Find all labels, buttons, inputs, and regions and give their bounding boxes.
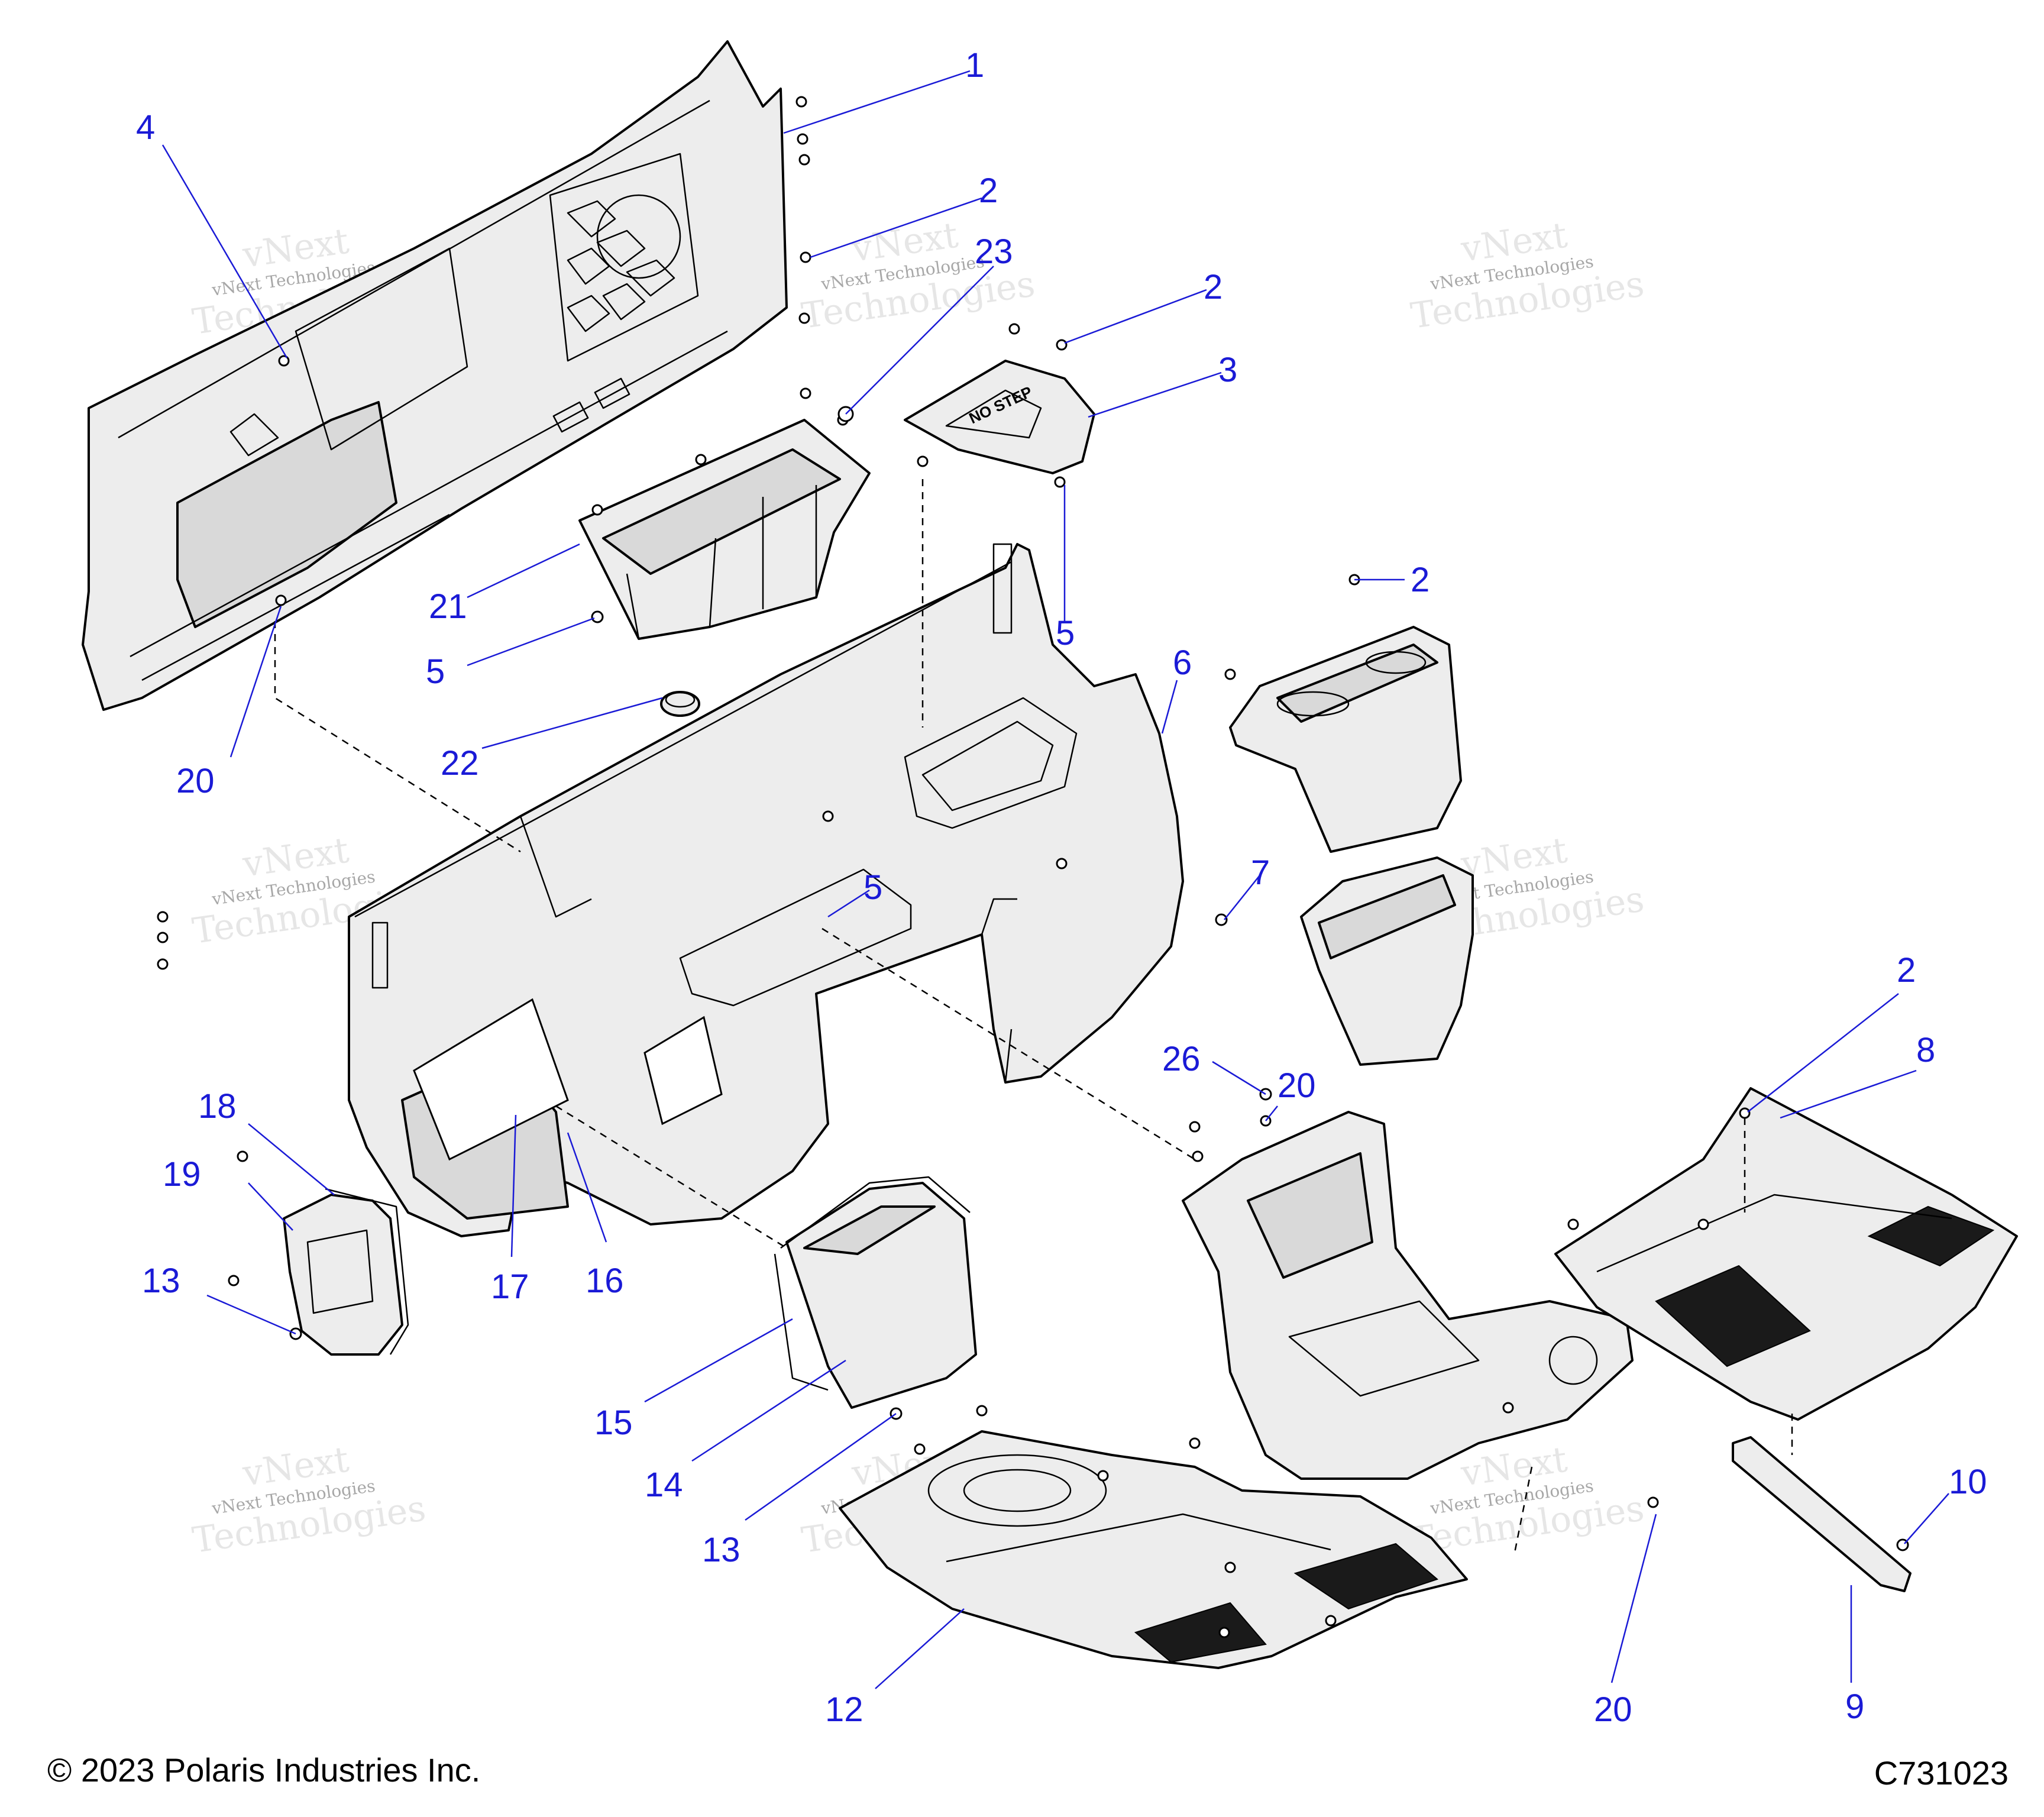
callout-label: 17: [491, 1268, 529, 1306]
bolt-icon: [800, 251, 811, 263]
callout-label: 15: [594, 1404, 633, 1442]
bolt-icon: [798, 312, 810, 324]
bolt-icon: [591, 610, 604, 623]
callout-label: 20: [1278, 1066, 1316, 1105]
callout-label: 7: [1251, 853, 1270, 892]
alignment-lines: [274, 479, 1793, 1556]
callout-label: 26: [1162, 1040, 1201, 1078]
bolt-icon: [1054, 476, 1066, 488]
callout-label: 12: [825, 1690, 863, 1729]
bolt-icon: [1192, 1150, 1204, 1162]
callout-label: 21: [429, 587, 467, 626]
part-no-step-cover: NO STEP: [904, 360, 1095, 474]
callout-label: 1: [965, 46, 984, 85]
callout-label: 6: [1173, 644, 1192, 682]
bolt-icon: [1325, 1615, 1337, 1627]
bolt-icon: [157, 911, 169, 923]
callout-label: 2: [1204, 268, 1222, 306]
drawing-number: C731023: [1874, 1754, 2009, 1792]
callout-label: 2: [979, 172, 998, 210]
callout-label: 9: [1845, 1687, 1864, 1726]
callout-label: 16: [586, 1262, 624, 1300]
bolt-icon: [795, 96, 807, 108]
part-lower-console: [1300, 856, 1474, 1066]
bolt-icon: [237, 1150, 248, 1162]
part-upper-console: [1229, 626, 1462, 853]
callout-label: 18: [198, 1087, 237, 1126]
bolt-icon: [1647, 1496, 1659, 1508]
bolt-icon: [798, 154, 810, 166]
bolt-icon: [917, 455, 929, 467]
part-left-floor: [839, 1430, 1468, 1669]
bolt-icon: [1056, 858, 1068, 869]
bolt-icon: [1502, 1402, 1514, 1414]
bolt-icon: [275, 594, 287, 606]
copyright-notice: © 2023 Polaris Industries Inc.: [47, 1751, 481, 1789]
callout-label: 23: [975, 232, 1013, 271]
callout-labels: 1 2 23 2 3 4 21 5 5 2 6 20 22 5 7 18 19 …: [136, 46, 1987, 1729]
part-rear-panel: [82, 40, 788, 711]
bolt-icon: [695, 454, 707, 465]
part-bracket: [1732, 1436, 1912, 1592]
part-cap: [660, 691, 700, 717]
bolt-icon: [800, 387, 811, 399]
bolt-icon: [1567, 1218, 1579, 1230]
callout-label: 5: [863, 868, 882, 907]
bolt-icon: [1224, 668, 1236, 680]
bolt-icon: [157, 932, 169, 943]
bolt-icon: [1056, 339, 1068, 351]
part-center-console: [1182, 1111, 1634, 1480]
callout-label: 19: [163, 1155, 201, 1194]
callout-label: 8: [1916, 1031, 1935, 1069]
bolt-icon: [1097, 1470, 1109, 1482]
bolt-icon: [1697, 1218, 1709, 1230]
callout-label: 5: [1056, 614, 1075, 652]
callout-label: 13: [142, 1262, 180, 1300]
bolt-icon: [822, 810, 834, 822]
bolt-icon: [591, 504, 603, 516]
bolt-icon: [1189, 1121, 1201, 1133]
bolt-icon: [278, 355, 290, 367]
bolt-icon: [1224, 1561, 1236, 1573]
bolt-icon: [228, 1275, 240, 1286]
callout-label: 2: [1897, 951, 1916, 990]
part-side-cover: [283, 1188, 409, 1356]
bolt-icon: [1739, 1107, 1751, 1119]
bolt-icon: [1008, 323, 1020, 335]
callout-leaders: [161, 70, 1949, 1689]
callout-label: 13: [702, 1531, 740, 1569]
callout-label: 2: [1411, 561, 1429, 599]
callout-label: 20: [176, 762, 215, 800]
part-storage-tub: [578, 419, 871, 640]
bolt-icon: [1218, 1627, 1230, 1638]
callout-label: 14: [645, 1466, 683, 1504]
part-storage-box: [774, 1176, 977, 1409]
fasteners: [157, 96, 1909, 1638]
bolt-icon: [1189, 1437, 1201, 1449]
bolt-icon: [914, 1443, 926, 1455]
callout-label: 22: [441, 744, 479, 783]
part-main-console: [348, 543, 1184, 1237]
callout-label: 3: [1218, 351, 1237, 389]
callout-label: 5: [426, 652, 445, 691]
callout-label: 10: [1949, 1463, 1987, 1501]
callout-label: 4: [136, 108, 155, 147]
bolt-icon: [797, 133, 808, 145]
callout-label: 20: [1594, 1690, 1632, 1729]
bolt-icon: [976, 1405, 988, 1417]
bolt-icon: [157, 958, 169, 970]
part-right-floor: [1554, 1087, 2018, 1421]
bolt-icon: [1215, 913, 1228, 926]
